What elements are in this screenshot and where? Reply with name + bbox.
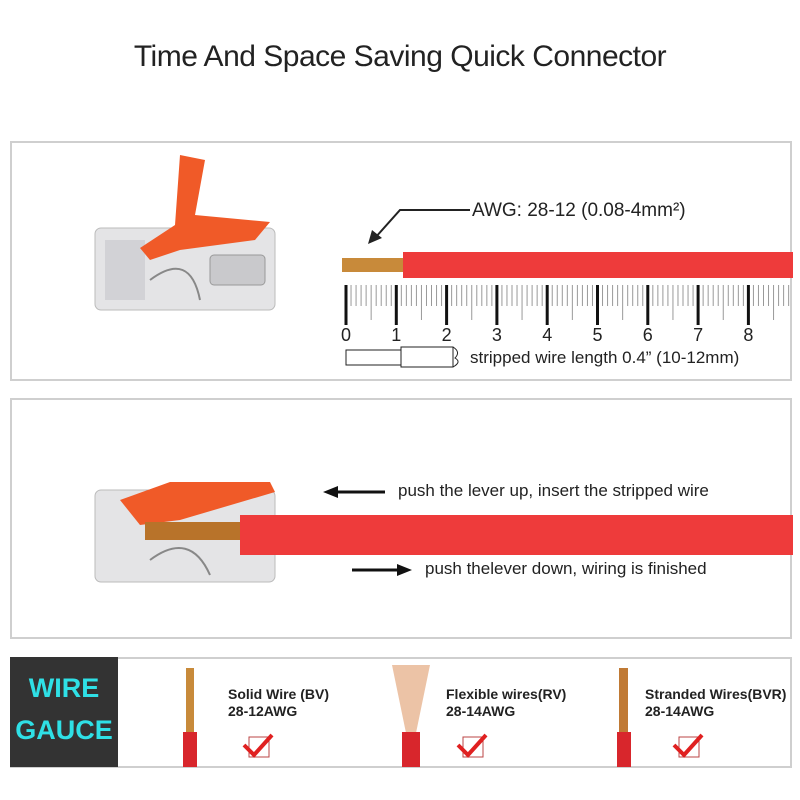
step-finish-text: push thelever down, wiring is finished xyxy=(425,559,707,578)
pointer-arrow xyxy=(374,209,470,239)
wire-type-stranded: Stranded Wires(BVR) 28-14AWG xyxy=(645,686,786,720)
check-icon-3 xyxy=(672,733,704,758)
wire-name: Stranded Wires(BVR) xyxy=(645,686,787,702)
ruler-label: 4 xyxy=(542,325,553,345)
wire-range: 28-14AWG xyxy=(645,703,715,719)
flexible-wire-image xyxy=(392,665,430,767)
heading-line1: WIRE xyxy=(28,673,100,703)
wire-range: 28-14AWG xyxy=(446,703,516,719)
ruler-label: 7 xyxy=(693,325,704,345)
ruler-label: 2 xyxy=(441,325,452,345)
wire-gauge-heading: WIRE GAUCE xyxy=(10,657,118,767)
red-wire xyxy=(403,252,793,278)
ruler xyxy=(344,285,790,325)
ruler-label: 8 xyxy=(743,325,754,345)
stripped-copper xyxy=(342,258,404,272)
connector-lever-up-illustration xyxy=(94,155,276,311)
heading-line2: GAUCE xyxy=(15,715,113,745)
ruler-label: 3 xyxy=(491,325,502,345)
ruler-label: 6 xyxy=(642,325,653,345)
red-wire-inserted xyxy=(240,515,793,555)
check-icon-1 xyxy=(242,733,274,758)
solid-wire-image xyxy=(183,668,197,767)
step-insert-text: push the lever up, insert the stripped w… xyxy=(398,481,709,500)
wire-name: Flexible wires(RV) xyxy=(446,686,567,702)
check-icon-2 xyxy=(456,733,488,758)
wire-range: 28-12AWG xyxy=(228,703,298,719)
stripped-length-label: stripped wire length 0.4” (10-12mm) xyxy=(470,348,740,367)
ruler-label: 0 xyxy=(341,325,352,345)
ruler-label: 1 xyxy=(391,325,402,345)
awg-range-label: AWG: 28-12 (0.08-4mm²) xyxy=(472,200,686,221)
stripped-wire-icon xyxy=(345,346,459,368)
ruler-label: 5 xyxy=(592,325,603,345)
wire-type-solid: Solid Wire (BV) 28-12AWG xyxy=(228,686,329,720)
page-title: Time And Space Saving Quick Connector xyxy=(133,40,667,73)
wire-type-flexible: Flexible wires(RV) 28-14AWG xyxy=(446,686,566,720)
wire-name: Solid Wire (BV) xyxy=(228,686,329,702)
connector-wire-inserted-illustration xyxy=(94,482,276,583)
stranded-wire-image xyxy=(617,668,631,767)
